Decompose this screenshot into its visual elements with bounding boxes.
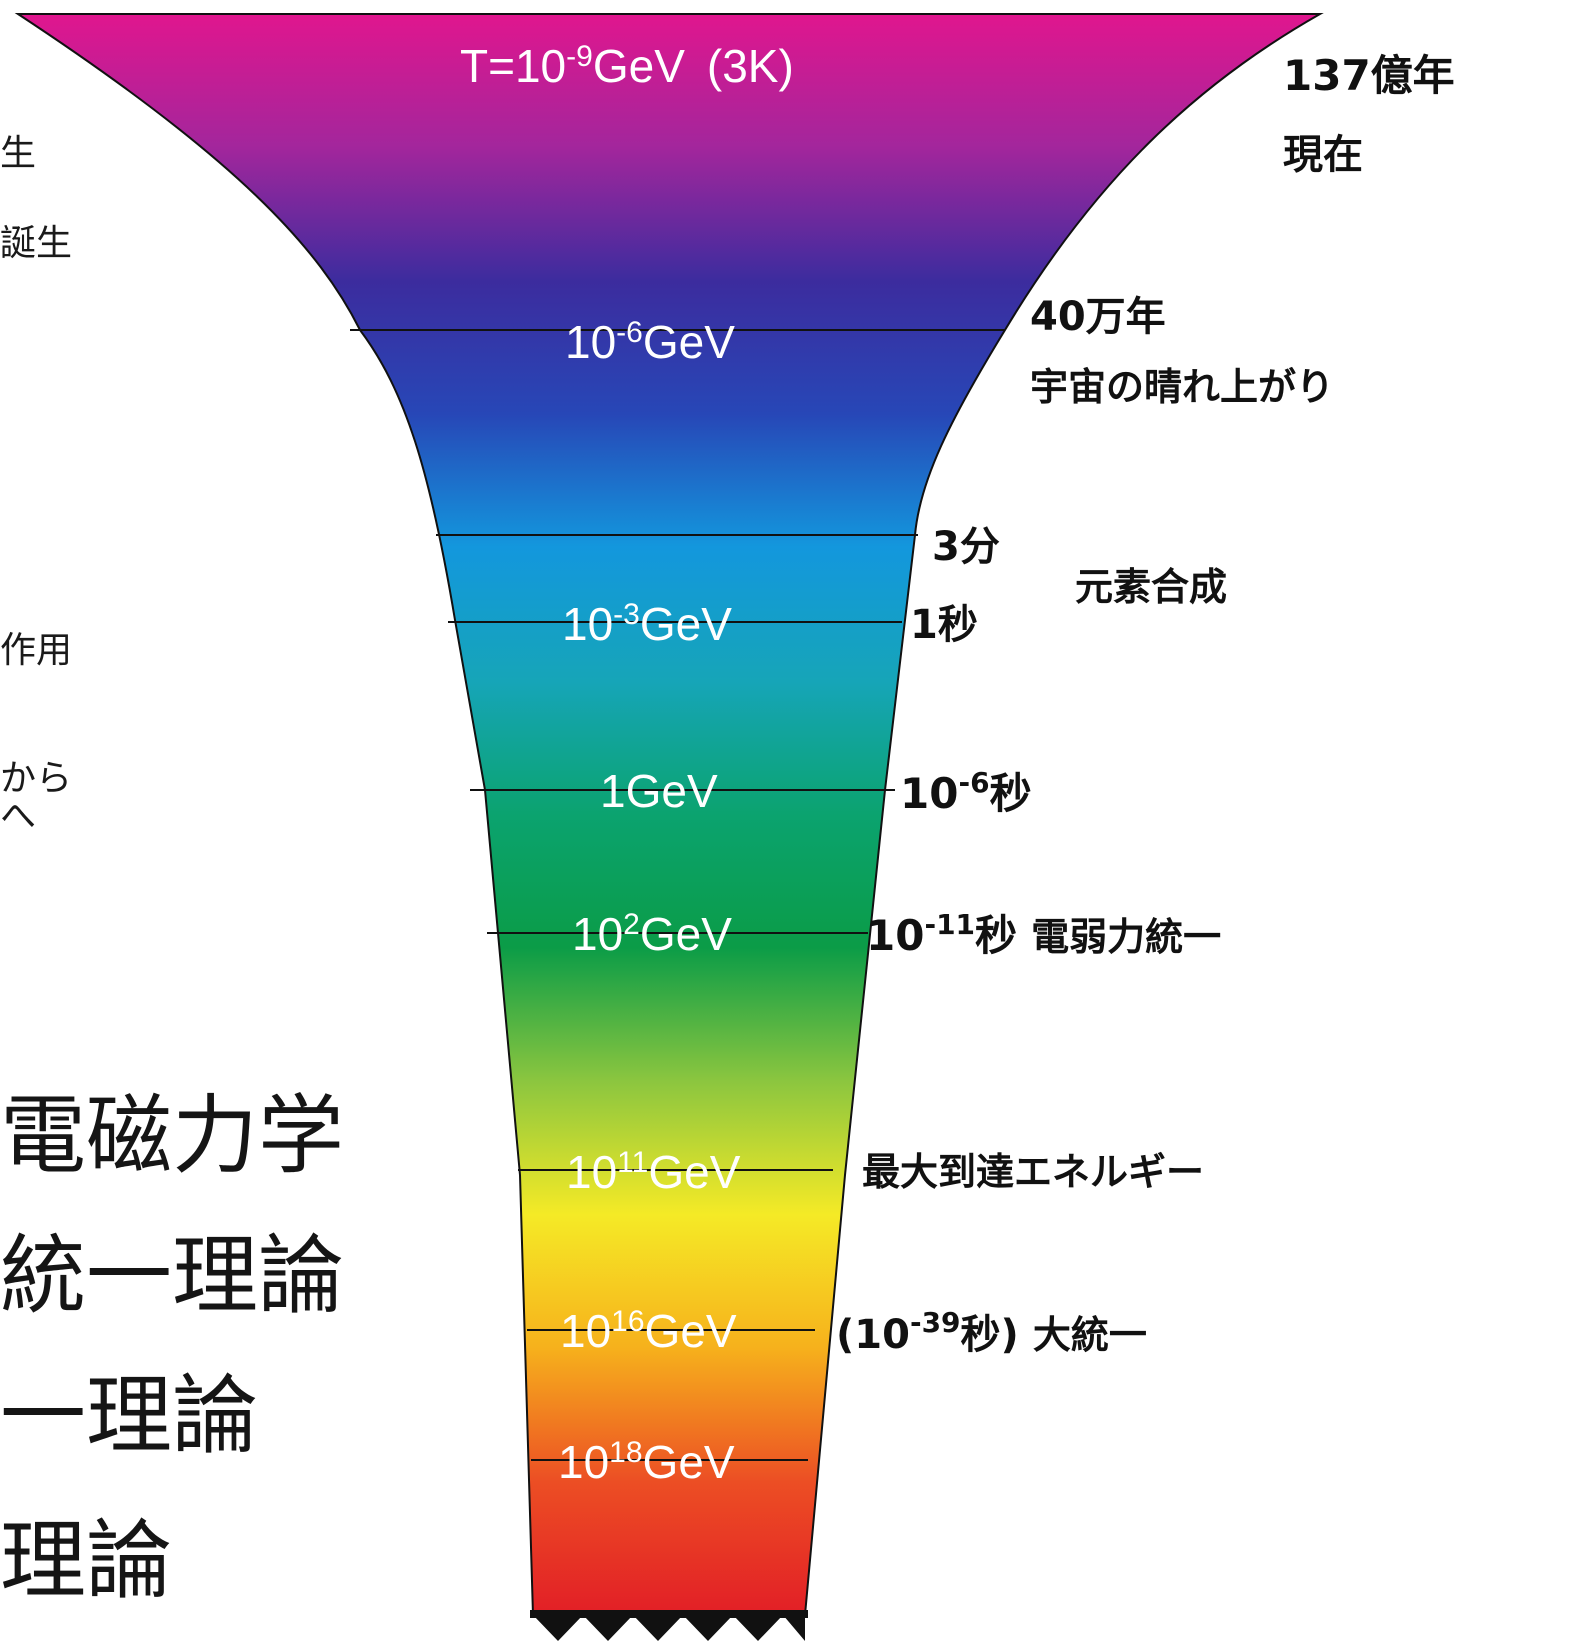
theory-label: 理論 [0,1511,172,1611]
cropped-left-label: から [0,758,72,799]
nucleosynthesis-label: 元素合成 [1075,565,1227,609]
cropped-left-label: へ [0,796,36,837]
funnel-bottom-bar [530,1610,808,1618]
temperature-label: 10-3GeV [562,598,732,651]
cropped-left-label: 作用 [0,630,72,671]
one-second-label: 1秒 [910,602,978,648]
microsecond-label: 10-6秒 [900,766,1032,819]
gut-time-label: (10-39秒)大統一 [836,1306,1147,1359]
age-now-label: 137億年 [1283,51,1455,100]
max-energy-label: 最大到達エネルギー [862,1150,1204,1194]
recombination-label: 宇宙の晴れ上がり [1030,365,1334,409]
temperature-label: 10-6GeV [565,316,735,369]
temperature-label: 1016GeV [560,1305,737,1358]
cropped-left-label: 生 [0,133,36,174]
cropped-left-label: 誕生 [0,223,72,264]
temperature-label: 102GeV [572,908,732,961]
temperature-label: 1018GeV [558,1436,735,1489]
theory-label: 一理論 [0,1366,258,1466]
temperature-label-now: T=10-9GeV(3K) [460,40,794,93]
theory-label: 統一理論 [0,1226,344,1326]
temperature-label: 1011GeV [566,1146,741,1199]
age-400k-label: 40万年 [1030,294,1166,340]
temperature-label: 1GeV [600,765,718,817]
electroweak-time-label: 10-11秒電弱力統一 [866,908,1221,961]
theory-label: 電磁力学 [0,1086,344,1186]
now-label: 現在 [1283,132,1363,178]
funnel-bottom-teeth [533,1615,805,1641]
three-minutes-label: 3分 [932,524,1000,570]
